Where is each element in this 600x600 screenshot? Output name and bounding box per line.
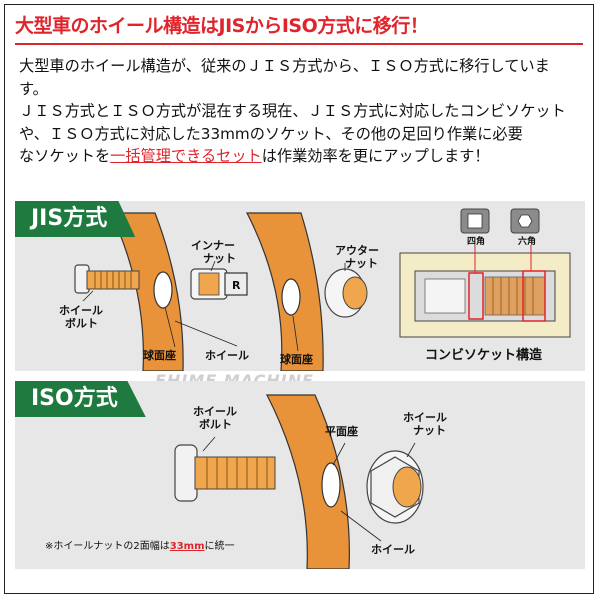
page-frame: 大型車のホイール構造はJISからISO方式に移行！ 大型車のホイール構造が、従来… <box>4 4 594 594</box>
note-text-pre: ※ホイールナットの2面幅は <box>45 541 170 552</box>
page-title: 大型車のホイール構造はJISからISO方式に移行！ <box>15 9 583 45</box>
seat-hole-left <box>153 271 173 309</box>
label-inner-nut-line2: ナット <box>203 252 236 265</box>
inner-nut-thread <box>198 272 220 296</box>
hex-highlight <box>522 270 546 322</box>
label-iso-wheel: ホイール <box>371 543 415 556</box>
iso-bolt-head <box>174 444 198 502</box>
combo-socket-hex-part <box>484 276 546 316</box>
nut-width-note: ※ホイールナットの2面幅は33mmに統一 <box>45 537 235 552</box>
jis-diagram: R インナー ナット アウター ナット ホイール ボルト 球面座 ホイール 球面… <box>59 208 571 371</box>
label-hex: 六角 <box>518 235 536 247</box>
label-outer-nut-line1: アウター <box>335 244 379 257</box>
intro-line: す。 <box>19 79 48 98</box>
label-square: 四角 <box>467 235 485 247</box>
bolt-threads <box>94 271 132 289</box>
label-iso-wheel-nut-line2: ナット <box>413 424 446 437</box>
wheel-plate <box>266 394 350 569</box>
note-value: 33mm <box>169 541 205 552</box>
iso-nut-thread <box>392 466 422 508</box>
iso-bolt-threads <box>206 457 268 489</box>
nut-mark: R <box>232 279 241 292</box>
label-outer-nut-line2: ナット <box>345 257 378 270</box>
wheel-plate-inner <box>110 212 184 371</box>
label-flat-seat: 平面座 <box>325 424 358 438</box>
combo-socket-square-part <box>424 278 466 314</box>
square-icon <box>467 213 483 229</box>
hex-icon <box>517 214 533 228</box>
label-wheel-bolt-line1: ホイール <box>59 304 103 317</box>
label-inner-nut-line1: インナー <box>191 239 235 252</box>
intro-text-pre: なソケットを <box>19 147 111 165</box>
iso-section: ホイール ボルト 平面座 ホイール ナット ホイール ISO方式 ※ホイールナッ… <box>15 381 585 569</box>
intro-line: ＪＩＳ方式とＩＳＯ方式が混在する現在、ＪＩＳ方式に対応したコンビソケット <box>19 102 566 120</box>
socket-pointer-lines <box>474 245 532 273</box>
intro-line: なソケットを一括管理できるセットは作業効率を更にアップします！ <box>19 145 585 168</box>
iso-tab: ISO方式 <box>15 381 146 417</box>
label-spherical-seat-right: 球面座 <box>280 352 313 366</box>
label-iso-wheel-nut-line1: ホイール <box>403 411 447 424</box>
note-text-post: に統一 <box>204 541 235 552</box>
intro-text-post: は作業効率を更にアップします！ <box>261 147 490 165</box>
label-wheel: ホイール <box>205 349 249 362</box>
jis-tab: JIS方式 <box>15 201 136 237</box>
iso-diagram: ホイール ボルト 平面座 ホイール ナット ホイール <box>174 394 447 569</box>
outer-nut-thread <box>342 276 368 310</box>
highlight-text: 一括管理できるセット <box>110 147 262 165</box>
iso-leader-lines <box>202 436 416 542</box>
flat-seat-hole <box>321 462 341 508</box>
jis-section: R インナー ナット アウター ナット ホイール ボルト 球面座 ホイール 球面… <box>15 201 585 371</box>
intro-text: 大型車のホイール構造が、従来のＪＩＳ方式から、ＩＳＯ方式に移行していま す。 Ｊ… <box>19 55 585 168</box>
combo-threads <box>492 277 534 315</box>
seat-hole-right <box>281 278 301 316</box>
label-spherical-seat-left: 球面座 <box>143 348 176 362</box>
intro-line: 大型車のホイール構造が、従来のＪＩＳ方式から、ＩＳＯ方式に移行していま <box>19 57 550 75</box>
leader-lines <box>82 260 346 352</box>
label-wheel-bolt-line2: ボルト <box>65 316 98 330</box>
square-highlight <box>468 272 484 320</box>
label-iso-wheel-bolt-line2: ボルト <box>199 417 232 431</box>
label-combo-socket-structure: コンビソケット構造 <box>425 347 543 363</box>
intro-line: や、ＩＳＯ方式に対応した33mmのソケット、その他の足回り作業に必要 <box>19 124 523 143</box>
iso-bolt-shaft <box>194 456 276 490</box>
inner-nut-square <box>224 272 248 296</box>
label-iso-wheel-bolt-line1: ホイール <box>193 405 237 418</box>
